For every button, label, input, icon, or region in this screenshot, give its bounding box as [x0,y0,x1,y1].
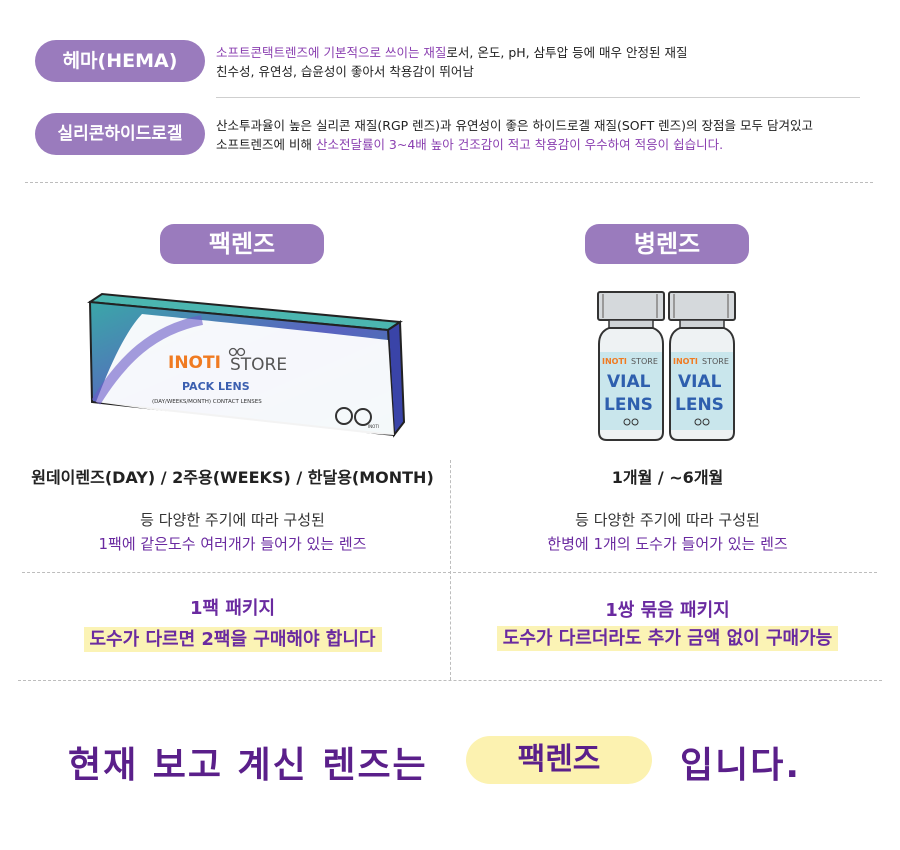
vial-lens-bottles-image: INOTI STORE VIAL LENS INOTI STORE VIAL L… [597,291,736,441]
pack-lens-box-image: INOTI STORE PACK LENS (DAY/WEEKS/MONTH) … [87,292,406,438]
section-divider-bottom [18,680,882,681]
vial-desc-line1: 등 다양한 주기에 따라 구성된 [575,511,760,529]
bottom-highlight-pill: 팩렌즈 [466,736,652,784]
box-sub: (DAY/WEEKS/MONTH) CONTACT LENSES [152,399,262,405]
hema-label-pill: 헤마(HEMA) [35,40,205,82]
vial-note-wrap: 도수가 다르더라도 추가 금액 없이 구매가능 [455,624,880,651]
pack-cycle: 원데이렌즈(DAY) / 2주용(WEEKS) / 한달용(MONTH) [31,468,434,487]
pack-package: 1팩 패키지 [189,598,276,619]
hema-desc-line2: 친수성, 유연성, 습윤성이 좋아서 착용감이 뛰어남 [216,64,474,79]
vial-note: 도수가 다르더라도 추가 금액 없이 구매가능 [496,626,839,651]
pack-note-wrap: 도수가 다르면 2팩을 구매해야 합니다 [20,625,445,652]
silicone-desc-highlight: 산소전달률이 3~4배 높아 건조감이 적고 착용감이 우수하여 적응이 쉽습니… [315,137,724,152]
materials-divider [216,97,860,98]
hema-label: 헤마(HEMA) [62,50,178,72]
vial-bottle-right: INOTI STORE VIAL LENS [668,291,736,441]
box-brand-left: INOTI [168,353,221,373]
vial-brand-left-1: INOTI [602,357,627,366]
box-product: PACK LENS [182,380,250,393]
vial-desc-line2: 한병에 1개의 도수가 들어가 있는 렌즈 [547,535,788,553]
bottom-prefix: 현재 보고 계신 렌즈는 [68,745,428,786]
silicone-desc-plain: 소프트렌즈에 비해 [216,137,316,152]
silicone-description: 산소투과율이 높은 실리콘 재질(RGP 렌즈)과 유연성이 좋은 하이드로겔 … [216,116,813,154]
section-divider-middle [22,572,877,573]
pack-desc-line1: 등 다양한 주기에 따라 구성된 [140,511,325,529]
vial-text-b-2: LENS [675,395,724,415]
vial-text-a-1: VIAL [607,372,651,392]
pack-desc-line2: 1팩에 같은도수 여러개가 들어가 있는 렌즈 [98,535,367,553]
vial-brand-left-2: INOTI [673,357,698,366]
silicone-desc-line1: 산소투과율이 높은 실리콘 재질(RGP 렌즈)과 유연성이 좋은 하이드로겔 … [216,118,813,133]
pack-title-pill: 팩렌즈 [160,224,324,264]
hema-desc-rest: 로서, 온도, pH, 삼투압 등에 매우 안정된 재질 [446,45,688,60]
vial-title: 병렌즈 [633,230,701,258]
vial-brand-right-2: STORE [702,357,729,366]
box-brand-right: STORE [230,355,287,375]
vial-cycle: 1개월 / ~6개월 [611,468,724,487]
hema-desc-highlight: 소프트콘택트렌즈에 기본적으로 쓰이는 재질 [216,45,447,60]
hema-description: 소프트콘택트렌즈에 기본적으로 쓰이는 재질로서, 온도, pH, 삼투압 등에… [216,43,688,81]
pack-title: 팩렌즈 [208,230,276,258]
vial-brand-right-1: STORE [631,357,658,366]
vial-bottle-left: INOTI STORE VIAL LENS [597,291,665,441]
silicone-label: 실리콘하이드로겔 [57,124,183,144]
vial-package: 1쌍 묶음 패키지 [605,600,730,621]
pack-note: 도수가 다르면 2팩을 구매해야 합니다 [83,627,382,652]
column-divider [450,460,451,680]
vial-text-b-1: LENS [604,395,653,415]
bottom-highlight: 팩렌즈 [517,742,601,777]
vial-title-pill: 병렌즈 [585,224,749,264]
section-divider-top [25,182,873,183]
silicone-label-pill: 실리콘하이드로겔 [35,113,205,155]
box-small-brand: INOTI [368,424,379,429]
vial-text-a-2: VIAL [678,372,722,392]
bottom-suffix: 입니다. [680,745,802,786]
